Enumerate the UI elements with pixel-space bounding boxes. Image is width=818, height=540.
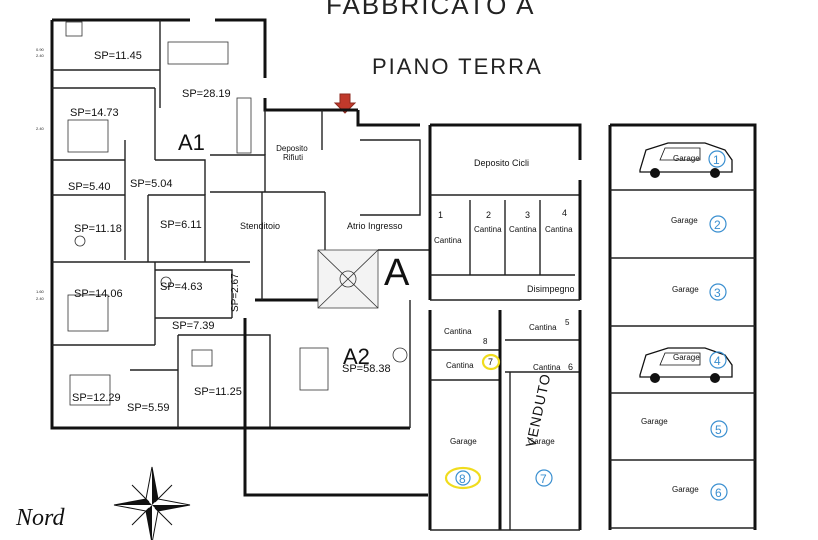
garage-number: 5 bbox=[715, 423, 722, 437]
garage-label: Garage bbox=[528, 437, 555, 446]
room-area-label: SP=12.29 bbox=[72, 392, 121, 404]
garage-label: Garage bbox=[672, 485, 699, 494]
car-icon bbox=[639, 142, 733, 178]
garage-label: Garage bbox=[450, 437, 477, 446]
garage-label: Garage bbox=[673, 154, 700, 163]
room-area-label: SP=2.67 bbox=[230, 273, 241, 312]
stair-letter: A bbox=[384, 252, 410, 294]
floor-title: PIANO TERRA bbox=[372, 54, 543, 79]
walls-apartments bbox=[50, 18, 428, 497]
garage-number: 1 bbox=[713, 153, 720, 167]
garage-number-badge bbox=[710, 420, 728, 438]
garage-number: 6 bbox=[715, 486, 722, 500]
cantina-number: 1 bbox=[438, 210, 443, 220]
unit-label-a2: A2 bbox=[343, 344, 370, 369]
room-area-label: SP=11.25 bbox=[194, 386, 242, 398]
dimension-label: 1.60 bbox=[36, 289, 45, 294]
garage-number: 4 bbox=[714, 354, 721, 368]
common-area-label-line: Rifiuti bbox=[283, 153, 303, 162]
cantina-number: 7 bbox=[488, 357, 493, 367]
garage-number-badge bbox=[535, 469, 553, 487]
dimension-label: 2.40 bbox=[36, 126, 45, 131]
room-area-label: SP=28.19 bbox=[182, 88, 231, 100]
cantina-number: 5 bbox=[565, 318, 570, 327]
cantina-label: Cantina bbox=[434, 236, 462, 245]
common-area-label: Disimpegno bbox=[527, 284, 575, 294]
compass-label: Nord bbox=[15, 505, 65, 531]
room-area-label: SP=14.73 bbox=[70, 107, 119, 119]
highlight-cantina-7 bbox=[481, 353, 501, 371]
garage-label: Garage bbox=[673, 353, 700, 362]
room-area-label: SP=5.59 bbox=[127, 402, 170, 414]
dimension-label: 0.90 bbox=[36, 47, 45, 52]
garage-label: Garage bbox=[671, 216, 698, 225]
garage-number-badge bbox=[709, 283, 727, 301]
garage-label: Garage bbox=[672, 285, 699, 294]
car-icon bbox=[639, 347, 733, 383]
common-area-label: Deposito Rifiuti bbox=[276, 144, 310, 162]
cantina-number: 4 bbox=[562, 208, 567, 218]
room-area-label: SP=58.38 bbox=[342, 363, 391, 375]
garage-number: 2 bbox=[714, 218, 721, 232]
room-area-label: SP=4.63 bbox=[160, 281, 203, 293]
cantina-number: 3 bbox=[525, 210, 530, 220]
room-area-label: SP=5.40 bbox=[68, 181, 111, 193]
highlight-garage-8 bbox=[444, 466, 482, 490]
dimension-label: 2.40 bbox=[36, 53, 45, 58]
garage-number: 3 bbox=[714, 286, 721, 300]
walls-core bbox=[317, 110, 582, 531]
entrance-arrow-icon bbox=[333, 93, 357, 114]
garage-number-badge bbox=[455, 470, 471, 486]
room-area-label: SP=11.18 bbox=[74, 223, 122, 235]
cantina-number: 2 bbox=[486, 210, 491, 220]
building-title: FABBRICATO A bbox=[326, 0, 535, 20]
garage-number-badge bbox=[710, 483, 728, 501]
furniture bbox=[65, 21, 408, 406]
garage-label: Garage bbox=[641, 417, 668, 426]
cantina-number: 8 bbox=[483, 337, 488, 346]
garage-number-badge bbox=[709, 351, 727, 369]
compass-rose-icon bbox=[113, 466, 191, 540]
room-area-label: SP=7.39 bbox=[172, 320, 215, 332]
dimension-label: 2.40 bbox=[36, 296, 45, 301]
common-area-label: Atrio Ingresso bbox=[347, 221, 403, 231]
cantina-label: Cantina bbox=[529, 323, 557, 332]
common-area-label-line: Deposito bbox=[276, 144, 308, 153]
garage-number: 8 bbox=[459, 472, 466, 486]
cantina-label: Cantina bbox=[446, 361, 474, 370]
cantina-label: Cantina bbox=[509, 225, 537, 234]
common-area-label: Stenditoio bbox=[240, 221, 280, 231]
common-area-label: Deposito Cicli bbox=[474, 158, 529, 168]
unit-label-a1: A1 bbox=[178, 130, 205, 155]
cantina-label: Cantina bbox=[444, 327, 472, 336]
cantina-label: Cantina bbox=[533, 363, 561, 372]
walls-garages bbox=[608, 123, 757, 530]
garage-number: 7 bbox=[540, 472, 547, 486]
garage-number-badge bbox=[709, 215, 727, 233]
room-area-label: SP=14.06 bbox=[74, 288, 123, 300]
room-area-label: SP=5.04 bbox=[130, 178, 173, 190]
cantina-label: Cantina bbox=[545, 225, 573, 234]
cantina-number: 6 bbox=[568, 362, 573, 372]
cantina-label: Cantina bbox=[474, 225, 502, 234]
room-area-label: SP=11.45 bbox=[94, 50, 142, 62]
garage-number-badge bbox=[708, 150, 726, 168]
room-area-label: SP=6.11 bbox=[160, 219, 202, 231]
